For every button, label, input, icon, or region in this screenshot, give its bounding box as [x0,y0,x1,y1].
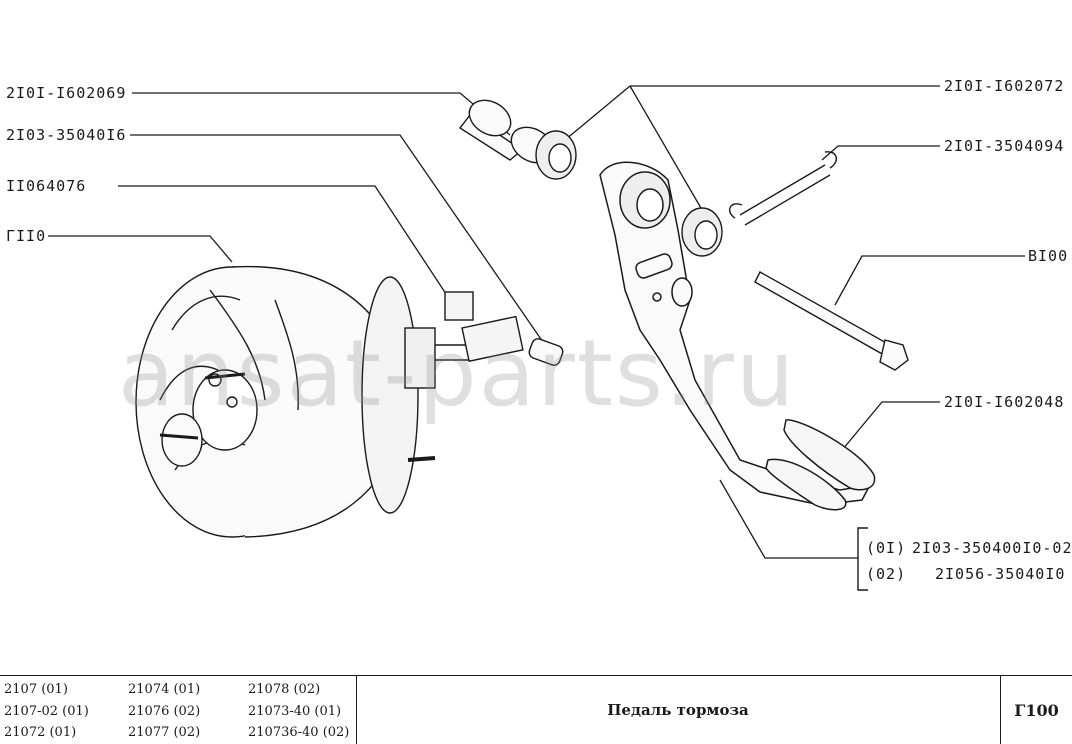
bushings [458,99,723,257]
model-cell: 2107-02 (01) [4,704,89,719]
callout-II064076: II064076 [6,177,87,195]
callout-2I0I-3504094: 2I0I-3504094 [944,137,1065,155]
drawing-code: Г100 [1014,700,1059,720]
model-cell: 21072 (01) [4,725,77,740]
pedal-lever [599,161,876,511]
spring [728,151,837,226]
model-cell: 21076 (02) [128,704,201,719]
drawing-title: Педаль тормоза [356,676,1001,744]
model-cell: 21077 (02) [128,725,201,740]
leader-line-5 [564,85,940,141]
watermark: ansat-parts.ru [118,320,797,427]
pin [528,338,564,366]
callout-2I0I-I602069: 2I0I-I602069 [6,84,127,102]
callout-BI00: BI00 [1028,247,1069,265]
variant-part-01: 2I03-350400I0-02 [912,539,1072,557]
leader-line-6 [821,145,940,161]
model-applicability-table: 2107 (01) 21074 (01) 21078 (02) 2107-02 … [0,676,357,744]
model-cell: 21074 (01) [128,682,201,697]
leader-line-8 [837,401,940,456]
callout-2I0I-I602072: 2I0I-I602072 [944,77,1065,95]
leader-line-9 [719,479,858,559]
variant-code-01: (0I) [866,539,907,557]
leader-line-2 [130,134,546,346]
diagram-drawing [48,85,1025,591]
model-cell: 2107 (01) [4,682,68,697]
variant-part-02: 2I056-35040I0 [935,565,1066,583]
callout-2I0I-I602048: 2I0I-I602048 [944,393,1065,411]
variant-code-02: (02) [866,565,907,583]
title-block: 2107 (01) 21074 (01) 21078 (02) 2107-02 … [0,675,1072,744]
bolt [754,271,909,371]
leader-line-4 [48,235,233,263]
leader-line-7 [834,255,1025,306]
callout-GII0: ГII0 [6,227,47,245]
model-cell: 21073-40 (01) [248,704,342,719]
model-cell: 21078 (02) [248,682,321,697]
parts-diagram: 2I0I-I602069 2I03-35040I6 II064076 ГII0 … [6,77,1072,591]
leader-line-3 [118,185,451,301]
callout-2I03-35040I6: 2I03-35040I6 [6,126,127,144]
leader-line-1 [132,92,511,136]
variant-bracket [857,527,868,591]
leader-line-5b [629,85,706,216]
model-cell: 210736-40 (02) [248,725,350,740]
brake-booster [135,265,524,538]
